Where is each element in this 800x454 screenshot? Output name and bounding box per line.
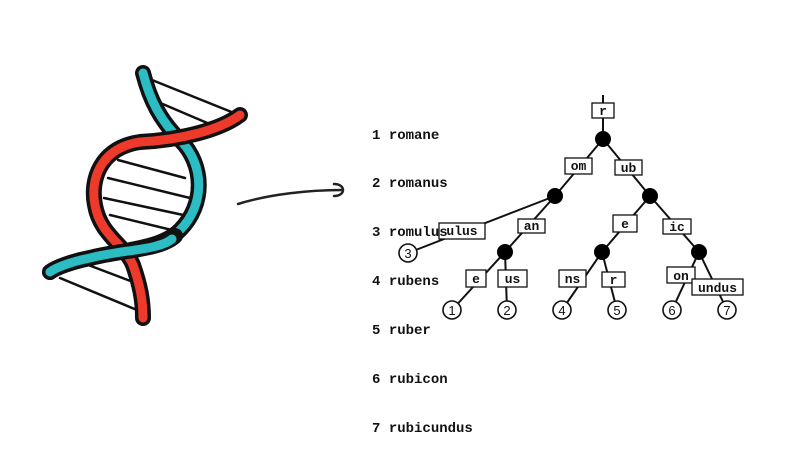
edge-label-ns: ns: [565, 272, 581, 287]
edge-label-r-leaf: r: [610, 273, 618, 288]
trie-node-root: [595, 131, 611, 147]
trie-tree: r om ub ulus an e ic e us ns r on undus …: [398, 95, 744, 320]
dna-strand-teal-front: [42, 228, 183, 280]
word-list-item: 5 ruber: [372, 323, 431, 340]
leaf-1: 1: [448, 303, 455, 318]
arrow-icon: [236, 182, 345, 206]
edge-label-us: us: [505, 272, 521, 287]
trie-node-om: [547, 188, 563, 204]
word-list: 1 romane 2 romanus 3 romulus 4 rubens 5 …: [372, 95, 473, 454]
edge-label-undus: undus: [698, 281, 737, 296]
word-list-item: 4 rubens: [372, 274, 440, 291]
edge-label-ic: ic: [669, 220, 685, 235]
edge-label-ub: ub: [621, 161, 637, 176]
trie-nodes: [497, 131, 707, 260]
dna-rungs: [58, 78, 236, 312]
word-list-item: 3 romulus: [372, 225, 448, 242]
word-list-item: 6 rubicon: [372, 372, 448, 389]
edge-label-an: an: [524, 219, 540, 234]
word-list-item: 2 romanus: [372, 176, 448, 193]
edge-label-on: on: [673, 269, 689, 284]
edge-labels: [438, 102, 744, 296]
word-list-item: 1 romane: [372, 127, 440, 144]
leaf-2: 2: [503, 303, 510, 318]
trie-node-ub: [642, 188, 658, 204]
edge-label-om: om: [571, 159, 587, 174]
leaf-4: 4: [558, 303, 565, 318]
word-list-item: 7 rubicundus: [372, 420, 473, 437]
leaf-6: 6: [668, 303, 675, 318]
edge-label-root: r: [599, 104, 607, 119]
edge-label-e-right: e: [621, 217, 629, 232]
leaf-5: 5: [613, 303, 620, 318]
dna-strand-red: [85, 107, 248, 326]
leaf-nodes: [398, 243, 737, 320]
edge-label-e-left: e: [472, 272, 480, 287]
trie-node-ic: [691, 244, 707, 260]
leaf-7: 7: [723, 303, 730, 318]
trie-node-e: [594, 244, 610, 260]
trie-node-an: [497, 244, 513, 260]
edge-label-ulus: ulus: [446, 224, 477, 239]
leaf-3: 3: [404, 246, 411, 261]
dna-illustration: r om ub ulus an e ic e us ns r on undus …: [42, 65, 744, 326]
